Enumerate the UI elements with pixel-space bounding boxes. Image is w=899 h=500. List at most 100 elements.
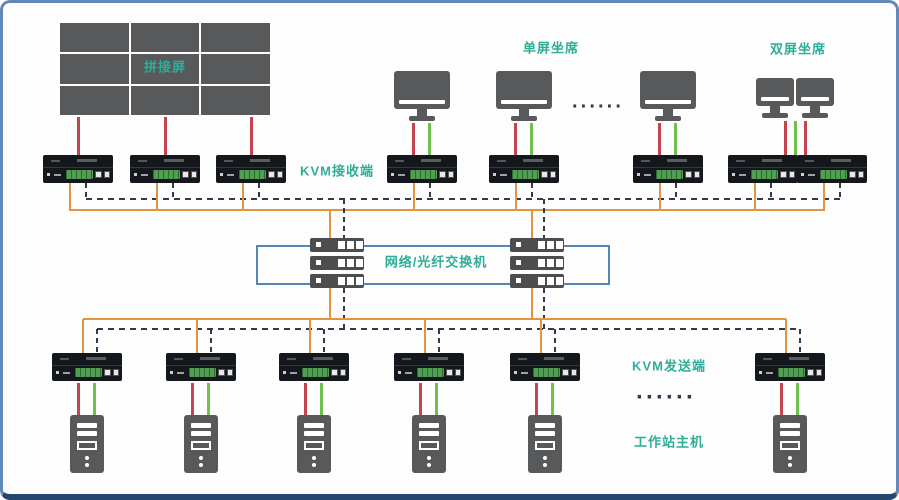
host-usb-line [206, 383, 210, 415]
kvm-transmitter-device-part [778, 368, 805, 377]
switch-port [356, 259, 363, 267]
dual-monitor-icon [796, 78, 834, 119]
kvm-receiver-device-part [789, 171, 795, 178]
kvm-transmitter-device [52, 353, 122, 381]
switch-network-trunk [543, 199, 545, 238]
monitor-icon-part [417, 109, 427, 116]
kvm-transmitter-device-part [52, 365, 122, 366]
seat-video-line [783, 121, 787, 155]
monitor-icon-part [501, 100, 547, 104]
kvm-receiver-device-part [739, 174, 746, 176]
kvm-receiver-device-part [820, 170, 847, 179]
host-usb-line [92, 383, 96, 415]
kvm-receiver-device-part [164, 159, 184, 162]
receiver-fiber-drop [754, 183, 756, 211]
seat-video-line [513, 123, 517, 155]
seat-usb-line [673, 123, 677, 155]
host-video-line [190, 383, 194, 415]
transmitter-fiber-drop [82, 319, 84, 353]
receiver-ellipsis-dots: ······ [572, 96, 624, 118]
transmitter-fiber-drop [196, 319, 198, 353]
kvm-receiver-device [633, 155, 703, 183]
kvm-receiver-device-part [138, 160, 147, 162]
monitor-icon-part [399, 100, 445, 104]
switch-port [338, 241, 345, 249]
tower-part [304, 431, 324, 436]
tower-part [77, 431, 97, 436]
switch-port [556, 241, 563, 249]
monitor-icon-part [645, 100, 691, 104]
kvm-receiver-device-part [51, 160, 60, 162]
kvm-transmitter-device-part [279, 365, 349, 366]
kvm-transmitter-device-part [302, 368, 329, 377]
dual-monitor-icon-part [762, 113, 788, 118]
switch-port [356, 241, 363, 249]
transmitter-fiber-drop [424, 319, 426, 353]
monitor-icon-part [519, 109, 529, 116]
monitor-icon [496, 71, 552, 122]
tower-part [543, 456, 547, 460]
kvm-transmitter-device-part [200, 357, 220, 360]
network-switch-device [510, 238, 564, 252]
kvm-receiver-device-part [410, 170, 437, 179]
kvm-receiver-device-part [182, 171, 189, 178]
switch-port [547, 241, 554, 249]
receiver-network-drop [172, 183, 174, 199]
kvm-receiver-device-part [780, 171, 787, 178]
kvm-transmitter-device [755, 353, 825, 381]
kvm-receiver-device-part [858, 171, 864, 178]
transmitter-network-drop [438, 329, 440, 353]
receiver-network-drop [85, 183, 87, 199]
video-wall-cell [201, 23, 270, 53]
kvm-transmitter-device-part [189, 368, 216, 377]
kvm-transmitter-device [279, 353, 349, 381]
receiver-network-drop [675, 183, 677, 199]
kvm-receiver-device-part [448, 171, 454, 178]
kvm-receiver-device-part [391, 173, 394, 176]
kvm-transmitter-device [166, 353, 236, 381]
kvm-receiver-device-part [224, 160, 233, 162]
receiver-fiber-drop [659, 183, 661, 211]
tower-part [199, 456, 203, 460]
kvm-transmitter-device-part [290, 372, 297, 374]
kvm-receiver-device-part [512, 170, 539, 179]
switch-port [338, 259, 345, 267]
monitor-icon-part [511, 116, 537, 121]
tower-part [780, 423, 800, 428]
tower-part [312, 456, 316, 460]
kvm-receiver-device-part [220, 173, 223, 176]
kvm-transmitter-device-part [766, 372, 773, 374]
switch-port [538, 259, 545, 267]
transmitter-network-drop [323, 329, 325, 353]
tower-part [304, 441, 324, 450]
kvm-receiver-device-part [541, 171, 548, 178]
kvm-receiver-device-part [141, 174, 148, 176]
workstation-label: 工作站主机 [633, 434, 705, 450]
kvm-receiver-device-part [227, 174, 234, 176]
kvm-transmitter-device-part [816, 369, 822, 376]
kvm-receiver-device-part [395, 160, 404, 162]
switch-port [347, 241, 354, 249]
switch-fiber-trunk [531, 210, 533, 238]
tower-part [535, 423, 555, 428]
video-wall-cell [201, 54, 270, 84]
kvm-receiver-device-part [54, 174, 61, 176]
kvm-receiver-device [797, 155, 867, 183]
kvm-transmitter-device-part [763, 358, 772, 360]
switch-fiber-trunk [531, 288, 533, 320]
kvm-receiver-device-part [644, 174, 651, 176]
kvm-receiver-device-part [637, 173, 640, 176]
kvm-transmitter-device-part [533, 368, 560, 377]
transmitter-network-drop [799, 329, 801, 353]
switch-fiber-trunk [329, 288, 331, 320]
tower-part [85, 456, 89, 460]
tower-part [77, 423, 97, 428]
network-dashed-bus-top [86, 198, 840, 200]
switch-port [356, 277, 363, 285]
video-wall-cell [201, 85, 270, 115]
network-switch-device [310, 238, 364, 252]
transmitter-fiber-drop [785, 319, 787, 353]
kvm-receiver-device-part [523, 159, 543, 162]
host-usb-line [550, 383, 554, 415]
